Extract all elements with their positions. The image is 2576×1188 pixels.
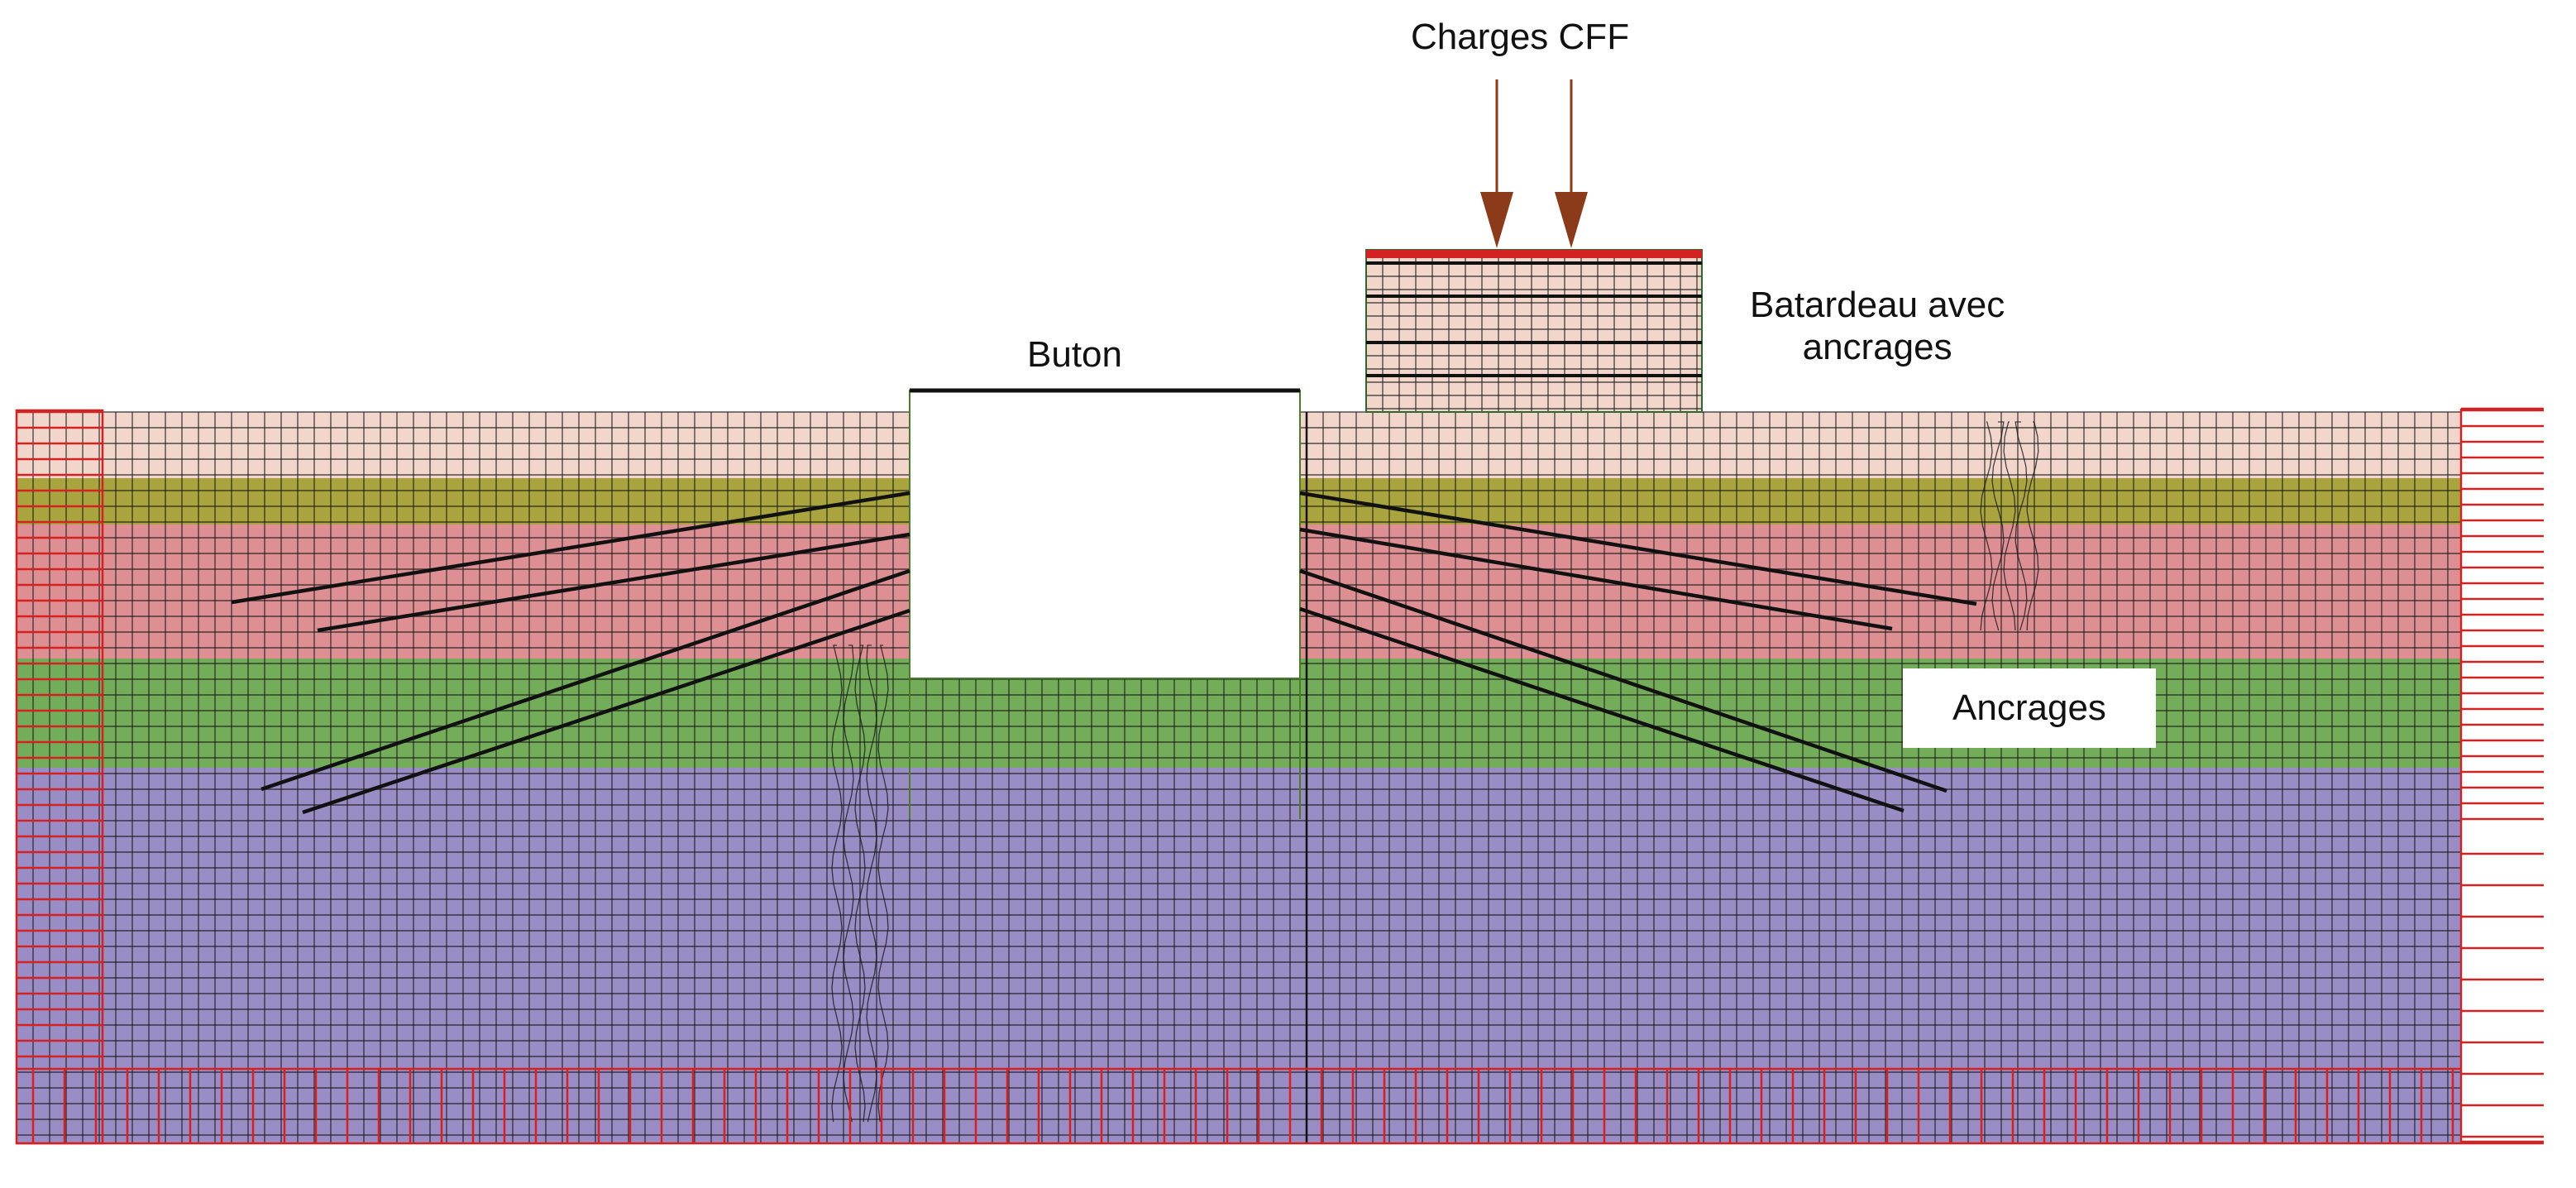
soil-layer-5 (17, 768, 2461, 1143)
ground-anchor-8 (1299, 606, 1905, 813)
loads-label: Charges CFF (1411, 17, 1630, 57)
ground-anchor-7 (1299, 568, 1948, 793)
ground-anchor-5 (1299, 491, 1977, 606)
ground-anchor-4 (302, 608, 910, 815)
anchors-label-box: Ancrages (1903, 668, 2156, 748)
anchors-label: Ancrages (1952, 687, 2106, 728)
right-boundary-ticks (2461, 409, 2544, 1143)
load-arrow-head-2 (1555, 192, 1588, 248)
anchor-lines (231, 491, 1977, 815)
load-arrows (1480, 79, 1588, 248)
strut-label: Buton (1027, 334, 1122, 375)
ground-anchor-1 (231, 491, 910, 605)
cofferdam-label: Batardeau avec ancrages (1750, 285, 2005, 368)
excavation-pit (909, 390, 1301, 679)
ground-anchor-3 (260, 568, 910, 792)
bottom-boundary-ticks (17, 1067, 2544, 1145)
irregular-mesh-left (831, 644, 889, 1123)
ground-anchor-2 (317, 532, 910, 633)
boundary-conditions (15, 407, 2544, 1145)
left-boundary-ticks (17, 410, 103, 1058)
cofferdam-label-line1: Batardeau avec (1750, 285, 2005, 325)
cofferdam-top-load (1366, 250, 1702, 258)
structures (909, 249, 1703, 1143)
cofferdam-block (1366, 250, 1702, 414)
irregular-mesh-right (1980, 421, 2039, 631)
ground-anchor-6 (1299, 527, 1893, 631)
cofferdam-label-line2: ancrages (1802, 326, 1952, 367)
load-arrow-head-1 (1480, 192, 1513, 248)
